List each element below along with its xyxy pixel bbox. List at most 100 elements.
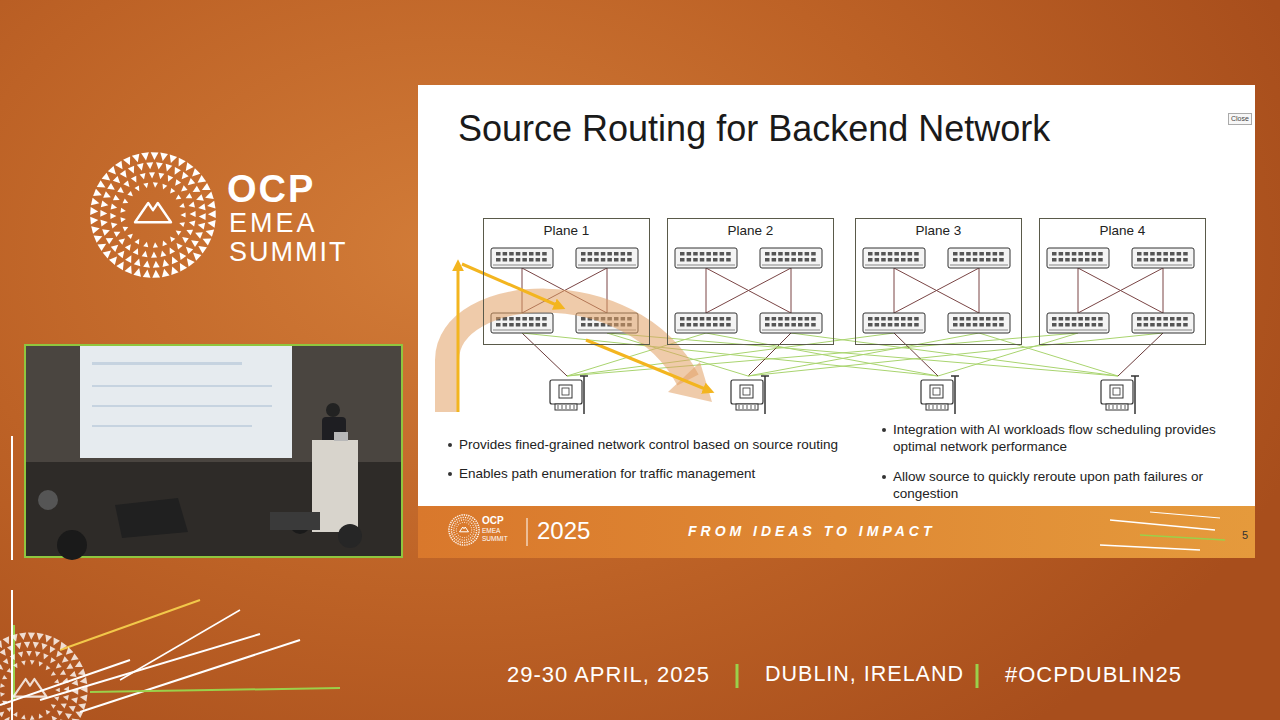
- sunburst-arrow: [470, 521, 472, 523]
- nic-pin: [1113, 405, 1114, 409]
- switch-port: [1170, 323, 1175, 327]
- streak: [1150, 512, 1220, 518]
- sunburst-arrow: [102, 173, 111, 181]
- switch-port: [765, 258, 770, 262]
- sunburst-arrow: [170, 236, 175, 242]
- switch-port: [901, 258, 906, 262]
- monitor: [115, 498, 188, 538]
- sunburst-arrow: [156, 162, 163, 169]
- bullet-text: Integration with AI workloads flow sched…: [893, 422, 1248, 456]
- sunburst-arrow: [168, 175, 173, 182]
- sunburst-arrow: [123, 227, 129, 232]
- sunburst-arrow: [466, 539, 467, 541]
- switch-port: [522, 323, 527, 327]
- sunburst-arrow: [170, 188, 175, 194]
- sunburst-arrow: [125, 244, 131, 251]
- nic-bracket: [580, 375, 588, 377]
- switch-port: [791, 323, 796, 327]
- sunburst-arrow: [141, 152, 149, 160]
- switch-icon: [948, 313, 1010, 333]
- sunburst-arrow: [72, 688, 78, 694]
- logo-subtitle: EMEA: [229, 207, 318, 241]
- sunburst-arrow: [473, 527, 475, 528]
- sunburst-arrow: [30, 715, 35, 720]
- speaker-head: [326, 403, 340, 417]
- switch-port: [1052, 323, 1057, 327]
- switch-port: [509, 317, 514, 321]
- sunburst-arrow: [452, 524, 454, 526]
- sunburst-arrow: [118, 239, 125, 245]
- sunburst-arrow: [15, 642, 21, 649]
- sunburst-arrow: [163, 184, 168, 190]
- nic-link: [748, 333, 1163, 376]
- switch-port: [953, 317, 958, 321]
- sunburst-arrow: [143, 260, 150, 267]
- switch-port: [953, 323, 958, 327]
- switch-port: [908, 317, 913, 321]
- sunburst-arrow: [62, 656, 69, 663]
- switch-port: [1163, 258, 1168, 262]
- sunburst-arrow: [125, 265, 132, 274]
- event-hashtag: #OCPDUBLIN25: [1005, 661, 1182, 689]
- sunburst-arrow: [453, 527, 455, 528]
- sunburst-arrow: [61, 704, 67, 709]
- nic-bracket: [951, 375, 959, 377]
- sunburst-arrow: [190, 211, 196, 217]
- footer-logo-text: EMEA: [482, 527, 500, 535]
- switch-port: [726, 258, 731, 262]
- nic-icon: [731, 376, 769, 414]
- switch-port: [726, 323, 731, 327]
- switch-port: [529, 252, 534, 256]
- screen-line: [92, 425, 252, 427]
- switch-icon: [1132, 313, 1194, 333]
- switch-port: [536, 258, 541, 262]
- sunburst-arrow: [459, 536, 460, 537]
- sunburst-arrow: [207, 220, 215, 228]
- switch-port: [713, 258, 718, 262]
- slide: [418, 85, 1255, 558]
- sunburst-arrow: [56, 650, 62, 657]
- switch-icon: [760, 248, 822, 268]
- switch-port: [687, 252, 692, 256]
- plane-link: [791, 268, 792, 313]
- sunburst-arrow: [100, 210, 107, 217]
- switch-port: [713, 317, 718, 321]
- sunburst-arrow: [153, 242, 158, 247]
- sunburst-arrow: [471, 523, 473, 525]
- switch-port: [680, 252, 685, 256]
- switch-port: [607, 252, 612, 256]
- sunburst-arrow: [475, 527, 477, 529]
- sunburst-arrow: [458, 535, 459, 536]
- sunburst-arrow: [115, 161, 123, 170]
- plane-link: [894, 268, 979, 313]
- sunburst-arrow: [42, 643, 48, 650]
- sunburst-arrow: [470, 534, 471, 535]
- switch-base: [1049, 265, 1107, 266]
- sunburst-arrow: [471, 527, 472, 528]
- switch-port: [588, 252, 593, 256]
- sunburst-arrow: [54, 679, 59, 683]
- switch-port: [720, 258, 725, 262]
- sunburst-arrow: [0, 692, 5, 697]
- sunburst-arrow: [123, 156, 130, 165]
- switch-port: [581, 317, 586, 321]
- switch-port: [581, 258, 586, 262]
- network-illustration: [447, 248, 1194, 414]
- sunburst-arrow: [113, 195, 120, 200]
- sunburst-arrow: [462, 537, 463, 538]
- sunburst-arrow: [455, 542, 457, 544]
- bullet-text: Provides fined-grained network control b…: [459, 437, 838, 454]
- nic-pin: [747, 405, 748, 409]
- slide-title: Source Routing for Backend Network: [458, 106, 1050, 151]
- switch-port: [960, 258, 965, 262]
- sunburst-arrow: [455, 536, 457, 538]
- sunburst-arrow: [120, 208, 125, 213]
- nic-link: [791, 333, 1118, 376]
- switch-port: [503, 252, 508, 256]
- separator-bar: [976, 664, 979, 688]
- sunburst-arrow: [3, 636, 9, 644]
- sunburst-arrow: [189, 221, 195, 227]
- switch-port: [1144, 258, 1149, 262]
- streak: [0, 660, 130, 705]
- sunburst-arrow: [151, 152, 159, 160]
